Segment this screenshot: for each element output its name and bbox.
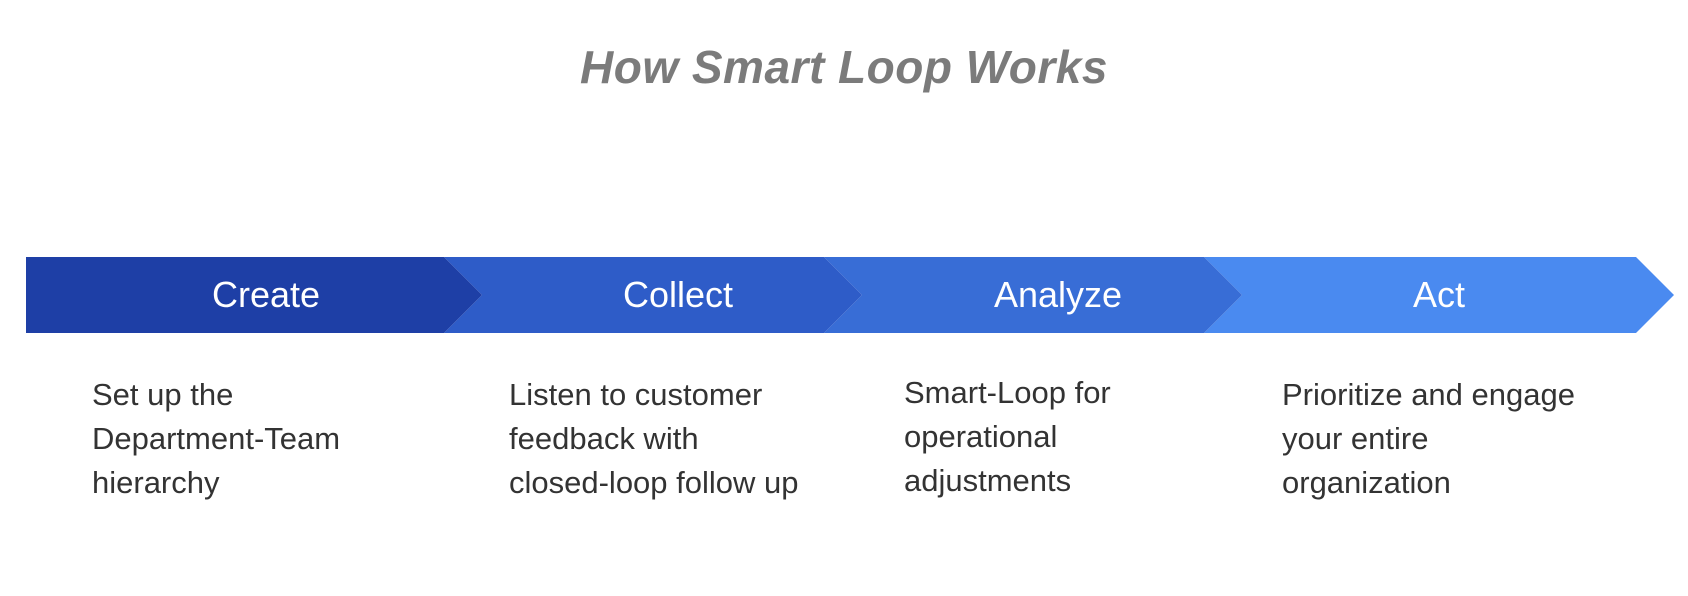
step-arrow-analyze	[824, 257, 1242, 333]
step-label-create: Create	[211, 274, 321, 315]
step-arrow-act	[1204, 257, 1674, 333]
description-line: organization	[1282, 465, 1451, 500]
step-description-collect: Listen to customer feedback with closed-…	[509, 373, 799, 505]
step-description-act: Prioritize and engage your entire organi…	[1282, 373, 1575, 505]
description-line: operational	[904, 419, 1058, 454]
description-line: adjustments	[904, 463, 1072, 498]
description-line: your entire	[1282, 421, 1429, 456]
description-line: Set up the	[92, 377, 234, 412]
description-line: hierarchy	[92, 465, 220, 500]
step-arrow-collect	[444, 257, 862, 333]
step-description-analyze: Smart-Loop for operational adjustments	[904, 371, 1111, 503]
diagram-title: How Smart Loop Works	[580, 41, 1108, 93]
step-label-collect: Collect	[622, 274, 734, 315]
step-label-analyze: Analyze	[993, 274, 1123, 315]
step-arrow-create	[26, 257, 482, 333]
description-line: Department-Team	[92, 421, 341, 456]
description-line: Prioritize and engage	[1282, 377, 1575, 412]
step-label-act: Act	[1412, 274, 1465, 315]
description-line: feedback with	[509, 421, 699, 456]
description-line: Listen to customer	[509, 377, 763, 412]
description-line: closed-loop follow up	[509, 465, 799, 500]
description-line: Smart-Loop for	[904, 375, 1111, 410]
step-description-create: Set up the Department-Team hierarchy	[92, 373, 340, 505]
